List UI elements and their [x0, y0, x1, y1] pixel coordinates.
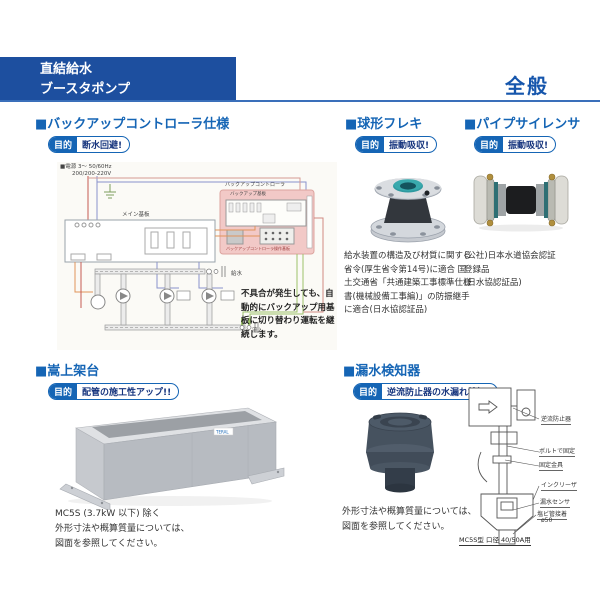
purpose-badge-flex: 目的 振動吸収! [355, 136, 438, 153]
label-fixing-bracket: 固定金具 [539, 462, 564, 471]
purpose-label: 目的 [49, 137, 78, 152]
wiring-diagram [57, 162, 337, 350]
label-pvc-diameter: ø50 [541, 517, 553, 524]
leak-note-line2: 図面を参照してください。 [342, 521, 450, 532]
purpose-label: 目的 [356, 137, 385, 152]
main-board [64, 219, 216, 263]
purpose-label: 目的 [475, 137, 504, 152]
purpose-badge-leak: 目的 逆流防止器の水漏れ検知! [353, 383, 499, 400]
main-board-label: メイン基板 [122, 212, 150, 218]
label-backflow-preventer: 逆流防止器 [541, 416, 572, 425]
page-title-line1: 直結給水 [40, 62, 93, 77]
page-title-line2: ブースタポンプ [40, 81, 130, 97]
power-line2: 200/200-220V [72, 171, 112, 178]
leak-diagram-caption: MC5S型 口径 40/50A用 [459, 536, 531, 546]
header-divider [0, 100, 600, 102]
base-note-line1: MC5S (3.7kW 以下) 除く [55, 509, 161, 519]
section-title-raised-base: ■嵩上架台 [35, 364, 100, 379]
category-label: 全般 [505, 74, 549, 98]
brass-nut [548, 173, 556, 181]
label-leak-sensor: 漏水センサ [540, 499, 571, 508]
handle-slot [373, 414, 381, 420]
raised-base-photo: TERAL [59, 407, 285, 510]
label-pvc-pipe: 塩ビ管接着 [537, 511, 568, 520]
backup-note: 不具合が発生しても、自動的にバックアップ用基板に切り替わり運転を継続します。 [241, 289, 335, 340]
section-title-backup-controller: ■バックアップコントローラ仕様 [35, 117, 230, 132]
purpose-label: 目的 [49, 384, 78, 399]
purpose-badge-backup: 目的 断水回避! [48, 136, 131, 153]
purpose-text: 振動吸収! [389, 141, 430, 151]
leak-note-line1: 外形寸法や概算質量については、 [342, 507, 477, 517]
spherical-flex-photo [370, 178, 446, 243]
section-title-spherical-flex: ■球形フレキ [345, 117, 423, 132]
power-wires [87, 176, 307, 220]
section-title-pipe-silencer: ■パイプサイレンサ [464, 117, 581, 132]
label-bolt-fix: ボルトで固定 [539, 448, 576, 457]
base-note-line2: 外形寸法や概算質量については、 [55, 523, 190, 534]
gauge-symbol [90, 294, 106, 310]
silencer-desc-line2: 登録品 [464, 264, 490, 275]
interconnect-wires [74, 217, 324, 318]
purpose-badge-base: 目的 配管の施工性アップ!! [48, 383, 180, 400]
inflow-label: 流入 [252, 328, 264, 334]
ground-symbol [104, 184, 116, 199]
purpose-text: 振動吸収! [508, 141, 549, 151]
brass-nut [548, 219, 556, 227]
purpose-badge-silencer: 目的 振動吸収! [474, 136, 557, 153]
flange-hole [424, 190, 430, 196]
power-line1: ■電源 3～ 50/60Hz [60, 164, 112, 170]
section-title-leak-detector: ■漏水検知器 [343, 364, 421, 379]
power-spec-label: ■電源 3～ 50/60Hz 200/200-220V [60, 164, 112, 178]
pipe-silencer-photo [473, 173, 569, 232]
silencer-description: (公社)日本水道協会認証 登録品 (日水協認証品) [464, 250, 594, 291]
brass-nut [486, 219, 494, 227]
base-note-line3: 図面を参照してください。 [55, 538, 163, 549]
pump-symbols [115, 288, 217, 304]
silencer-desc-line1: (公社)日本水道協会認証 [464, 251, 556, 261]
backup-controller-box [219, 189, 315, 255]
purpose-text: 断水回避! [82, 141, 123, 151]
leak-installation-diagram [468, 387, 540, 545]
handle-slot [419, 414, 427, 420]
silencer-desc-line3: (日水協認証品) [464, 278, 522, 289]
purpose-text: 逆流防止器の水漏れ検知! [387, 388, 491, 398]
leak-notes: 外形寸法や概算質量については、 図面を参照してください。 [342, 505, 477, 535]
flex-description: 給水装置の構造及び材質に関する省令(厚生省令第14号)に適合 国土交通省「共通建… [344, 251, 472, 316]
backup-controller-label: バックアップコントローラ [225, 182, 286, 188]
purpose-label: 目的 [354, 384, 383, 399]
base-foot [247, 467, 285, 485]
page-title: 直結給水 ブースタポンプ [0, 57, 236, 100]
supply-label: 給水 [231, 271, 243, 277]
label-increaser: インクリーザ [541, 482, 577, 491]
leak-detector-photo [366, 412, 434, 493]
base-foot [59, 483, 111, 510]
piping [90, 266, 259, 333]
operation-board-label: バックアップコントローラ操作基板 [226, 246, 290, 251]
brand-plate [213, 427, 234, 436]
brand-text: TERAL [215, 430, 229, 435]
backup-board-label: バックアップ基板 [230, 192, 266, 197]
base-notes: MC5S (3.7kW 以下) 除く 外形寸法や概算質量については、 図面を参照… [55, 507, 190, 552]
brass-nut [486, 173, 494, 181]
purpose-text: 配管の施工性アップ!! [82, 388, 172, 398]
